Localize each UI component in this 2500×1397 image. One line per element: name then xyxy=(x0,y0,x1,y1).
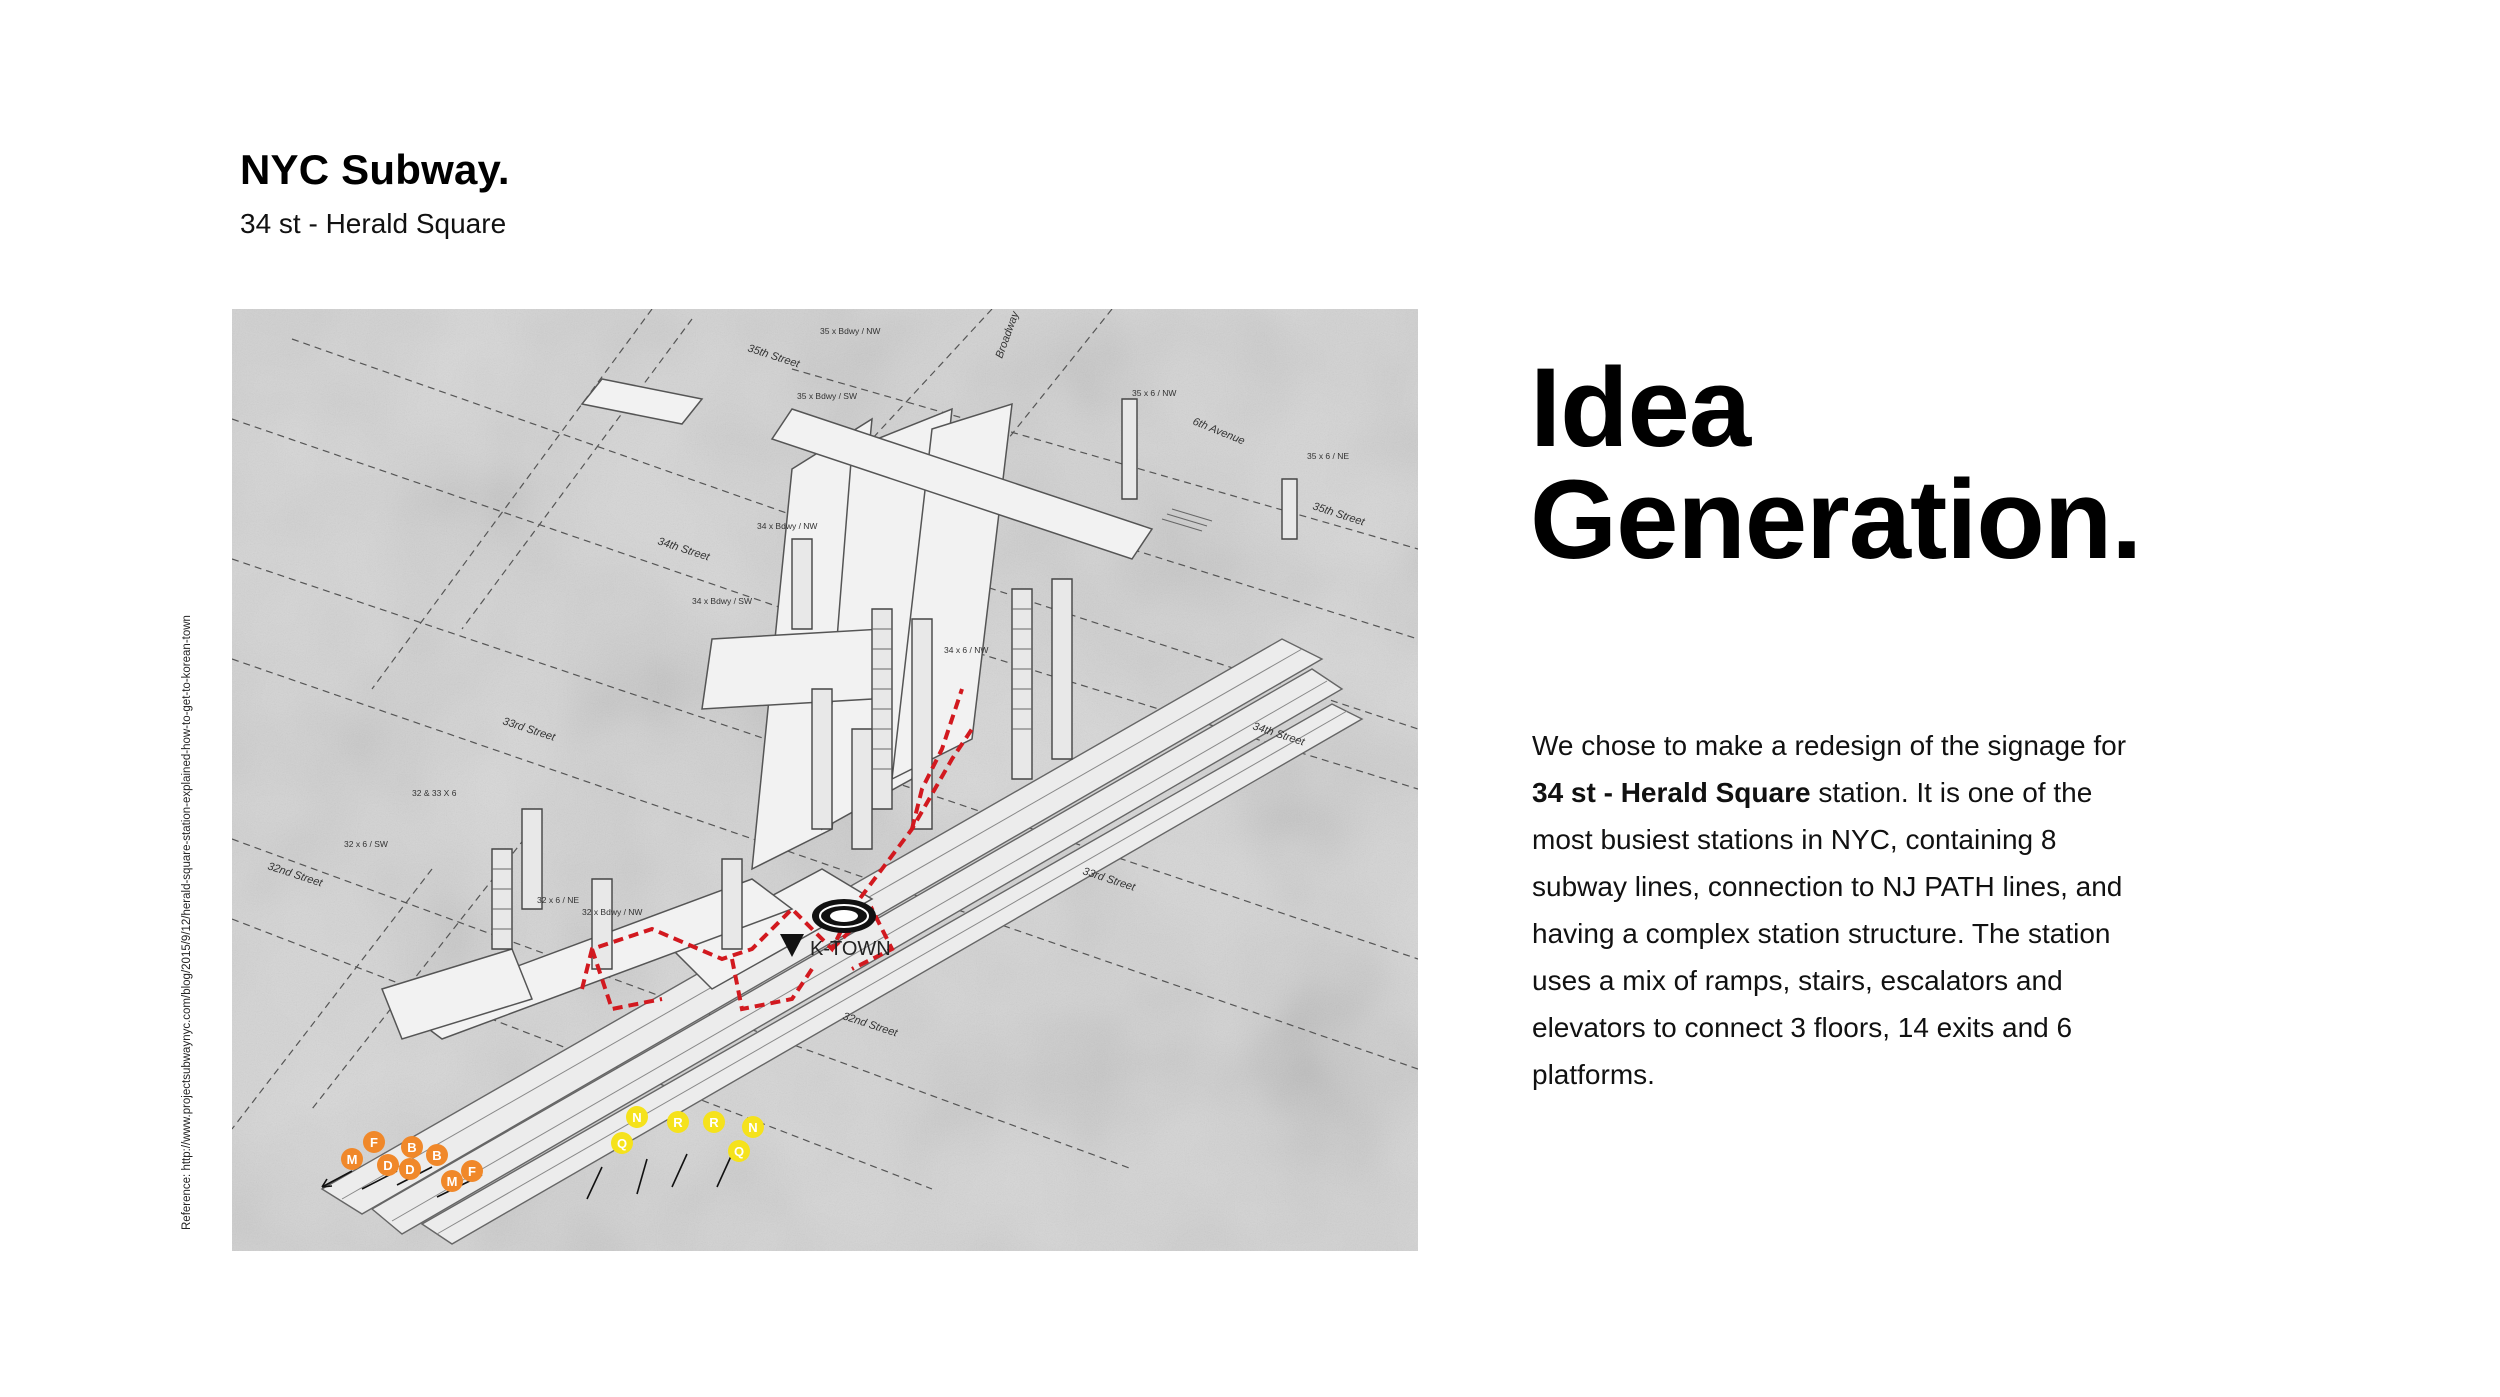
svg-text:D: D xyxy=(405,1162,414,1177)
reference-link[interactable]: Reference: http://www.projectsubwaynyc.c… xyxy=(181,615,193,1230)
yellow-line-bullets: N Q R R N Q xyxy=(611,1106,764,1162)
svg-text:32 x 6 / SW: 32 x 6 / SW xyxy=(344,839,388,849)
svg-text:34 x Bdwy / SW: 34 x Bdwy / SW xyxy=(692,596,752,606)
svg-text:35 x 6 / NE: 35 x 6 / NE xyxy=(1307,451,1349,461)
svg-text:M: M xyxy=(347,1152,358,1167)
route-path xyxy=(580,688,974,1012)
svg-text:32 x 6 / NE: 32 x 6 / NE xyxy=(537,895,579,905)
description-part-2: station. It is one of the most busiest s… xyxy=(1532,777,2123,1090)
svg-text:N: N xyxy=(632,1110,641,1125)
station-name-bold: 34 st - Herald Square xyxy=(1532,777,1811,808)
stairs xyxy=(491,398,1298,970)
description-paragraph: We chose to make a redesign of the signa… xyxy=(1532,722,2152,1098)
heading-line-1: Idea xyxy=(1530,345,1751,470)
svg-text:35 x Bdwy / SW: 35 x Bdwy / SW xyxy=(797,391,857,401)
page-subtitle: 34 st - Herald Square xyxy=(240,208,507,239)
svg-text:32 & 33 X 6: 32 & 33 X 6 xyxy=(412,788,457,798)
svg-text:N: N xyxy=(748,1120,757,1135)
svg-text:Q: Q xyxy=(734,1144,744,1159)
svg-text:F: F xyxy=(468,1164,476,1179)
svg-text:M: M xyxy=(447,1174,458,1189)
svg-text:B: B xyxy=(407,1140,416,1155)
svg-text:B: B xyxy=(432,1148,441,1163)
description-part-1: We chose to make a redesign of the signa… xyxy=(1532,730,2127,761)
svg-text:32 x Bdwy / NW: 32 x Bdwy / NW xyxy=(582,907,642,917)
station-diagram: K-TOWN 35th Street 34th Street 33rd Stre… xyxy=(232,309,1418,1251)
orange-line-bullets: M F D D B B M F xyxy=(341,1131,483,1192)
svg-text:35 x Bdwy / NW: 35 x Bdwy / NW xyxy=(820,326,880,336)
svg-text:35 x 6 / NW: 35 x 6 / NW xyxy=(1132,388,1176,398)
svg-text:Q: Q xyxy=(617,1136,627,1151)
svg-text:R: R xyxy=(709,1115,719,1130)
svg-text:R: R xyxy=(673,1115,683,1130)
heading-line-2: Generation. xyxy=(1530,457,2142,582)
svg-text:34 x Bdwy / NW: 34 x Bdwy / NW xyxy=(757,521,817,531)
svg-text:34 x 6 / NW: 34 x 6 / NW xyxy=(944,645,988,655)
section-heading: Idea Generation. xyxy=(1530,345,2142,582)
page-title: NYC Subway. xyxy=(240,146,510,193)
svg-text:D: D xyxy=(383,1158,392,1173)
ktown-marker: K-TOWN xyxy=(780,899,891,960)
ktown-label: K-TOWN xyxy=(810,938,891,960)
svg-text:F: F xyxy=(370,1135,378,1150)
